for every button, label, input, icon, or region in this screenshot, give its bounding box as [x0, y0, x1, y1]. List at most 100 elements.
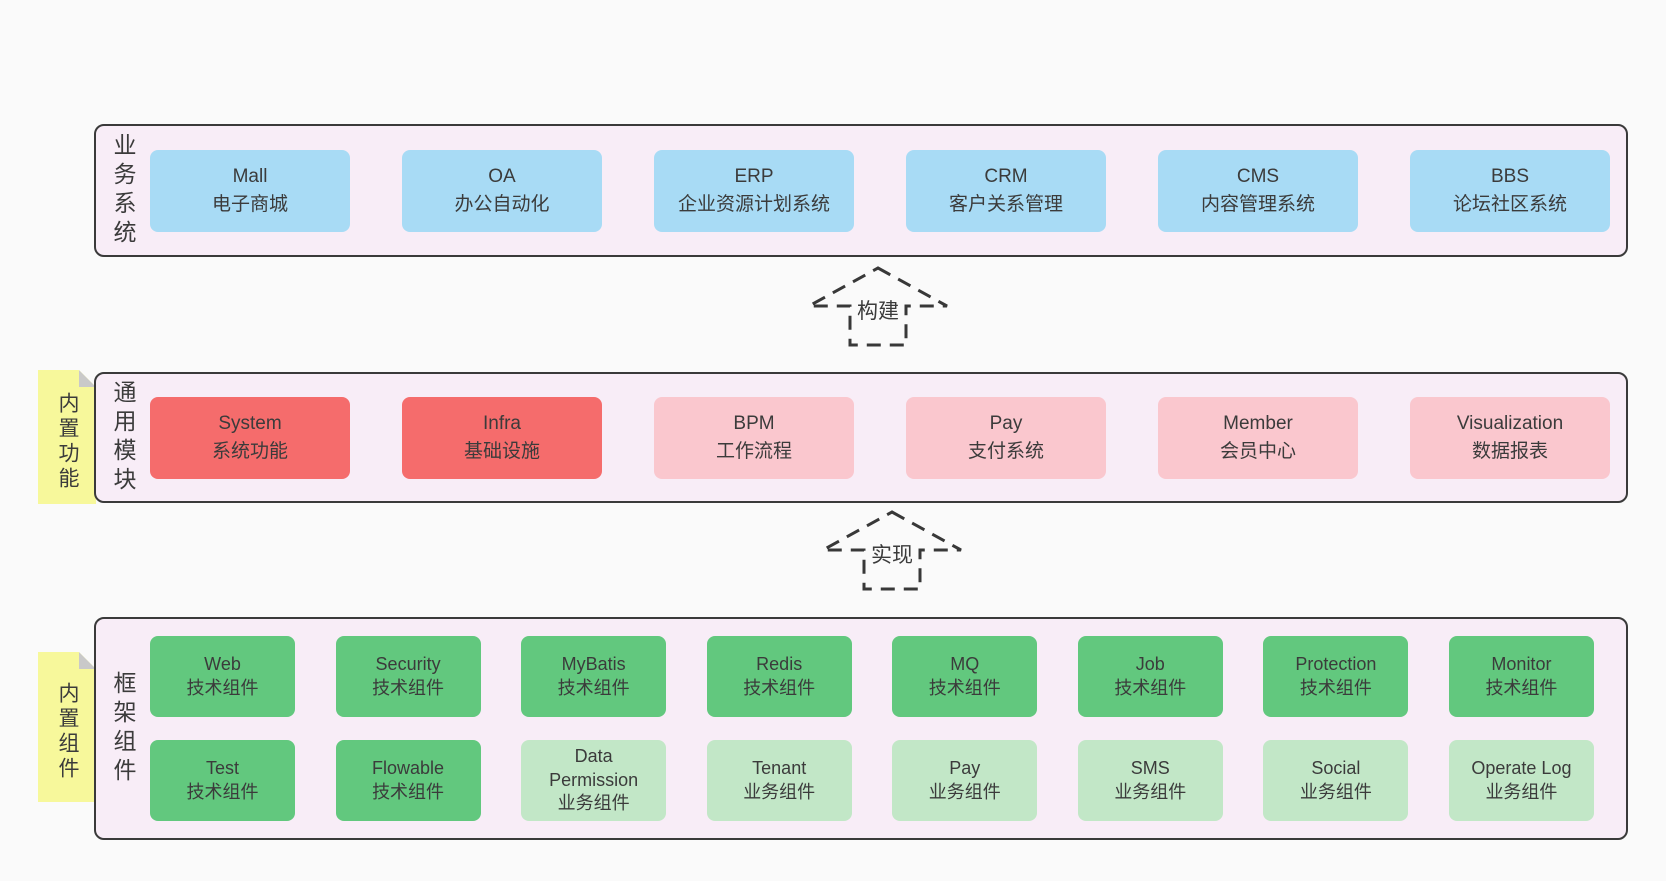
modules-boxes-row: System 系统功能 Infra 基础设施 BPM 工作流程 Pay 支付系统…	[150, 374, 1626, 501]
box-title: OA	[488, 165, 516, 187]
box-title: Infra	[482, 412, 522, 434]
layer-business-systems: 业务系统 Mall 电子商城 OA 办公自动化 ERP 企业资源计划系统 CRM…	[94, 124, 1628, 257]
box-mybatis: MyBatis 技术组件	[521, 636, 667, 717]
box-crm: CRM 客户关系管理	[906, 149, 1106, 232]
box-subtitle: 技术组件	[372, 781, 445, 802]
components-grid: Web 技术组件 Security 技术组件 MyBatis 技术组件 Redi…	[150, 619, 1626, 838]
box-title: Job	[1135, 654, 1165, 675]
box-title: Redis	[756, 654, 803, 675]
box-subtitle: 电子商城	[211, 193, 288, 215]
box-title: MyBatis	[561, 654, 626, 675]
box-title: Pay	[989, 412, 1023, 434]
box-subtitle: 技术组件	[186, 677, 259, 698]
layer-framework-components: 框架组件 Web 技术组件 Security 技术组件 MyBatis 技术组件…	[94, 617, 1628, 840]
box-social: Social 业务组件	[1263, 740, 1409, 821]
business-boxes-row: Mall 电子商城 OA 办公自动化 ERP 企业资源计划系统 CRM 客户关系…	[150, 126, 1626, 255]
box-redis: Redis 技术组件	[706, 636, 852, 717]
layer-label-framework-components: 框架组件	[110, 670, 136, 787]
box-subtitle: 基础设施	[463, 440, 540, 462]
box-flowable: Flowable 技术组件	[335, 740, 481, 821]
box-cms: CMS 内容管理系统	[1158, 149, 1358, 232]
arrow-label-implement: 实现	[868, 539, 916, 569]
box-title: CRM	[984, 165, 1028, 187]
box-title: CMS	[1236, 165, 1280, 187]
box-subtitle: 技术组件	[1114, 677, 1187, 698]
box-title: Operate Log	[1471, 758, 1572, 779]
box-title: Pay	[949, 758, 981, 779]
box-title: Social	[1311, 758, 1361, 779]
box-job: Job 技术组件	[1077, 636, 1223, 717]
box-subtitle: 论坛社区系统	[1452, 193, 1567, 215]
box-subtitle: 技术组件	[928, 677, 1001, 698]
box-subtitle: 客户关系管理	[948, 193, 1063, 215]
box-title: MQ	[950, 654, 980, 675]
box-member: Member 会员中心	[1158, 396, 1358, 479]
box-title: BBS	[1490, 165, 1530, 187]
box-subtitle: 技术组件	[557, 677, 630, 698]
box-title: Web	[204, 654, 241, 675]
box-mq: MQ 技术组件	[892, 636, 1038, 717]
box-infra: Infra 基础设施	[402, 396, 602, 479]
box-title: ERP	[734, 165, 774, 187]
box-pay-module: Pay 支付系统	[906, 396, 1106, 479]
box-subtitle: 业务组件	[1299, 781, 1372, 802]
box-title: Mall	[232, 165, 268, 187]
box-title: SMS	[1130, 758, 1170, 779]
box-data-permission: Data Permission 业务组件	[521, 740, 667, 821]
dashed-up-arrow-implement: 实现	[817, 509, 967, 592]
layer-common-modules: 通用模块 System 系统功能 Infra 基础设施 BPM 工作流程 Pay…	[94, 372, 1628, 503]
box-subtitle: 业务组件	[1485, 781, 1558, 802]
box-title: Monitor	[1491, 654, 1552, 675]
sticky-note-label: 内置功能	[56, 392, 79, 492]
box-subtitle: 业务组件	[1114, 781, 1187, 802]
box-test: Test 技术组件	[150, 740, 295, 821]
arrow-label-build: 构建	[854, 295, 902, 325]
box-erp: ERP 企业资源计划系统	[654, 149, 854, 232]
components-row-1: Web 技术组件 Security 技术组件 MyBatis 技术组件 Redi…	[150, 636, 1594, 717]
box-subtitle: 业务组件	[743, 781, 816, 802]
box-tenant: Tenant 业务组件	[706, 740, 852, 821]
box-subtitle: 工作流程	[715, 440, 792, 462]
layer-label-common-modules: 通用模块	[110, 379, 136, 496]
box-subtitle: 技术组件	[1299, 677, 1372, 698]
box-bpm: BPM 工作流程	[654, 396, 854, 479]
box-subtitle: 技术组件	[1485, 677, 1558, 698]
sticky-note-built-in-functions: 内置功能	[38, 370, 96, 504]
box-subtitle: 业务组件	[928, 781, 1001, 802]
box-bbs: BBS 论坛社区系统	[1410, 149, 1610, 232]
box-subtitle: 办公自动化	[454, 193, 550, 215]
box-security: Security 技术组件	[335, 636, 481, 717]
box-title: Security	[375, 654, 441, 675]
box-title: BPM	[733, 412, 775, 434]
box-subtitle: 技术组件	[743, 677, 816, 698]
box-title: Test	[205, 758, 239, 779]
box-title: System	[218, 412, 282, 434]
box-title: Flowable	[372, 758, 445, 779]
box-oa: OA 办公自动化	[402, 149, 602, 232]
box-sms: SMS 业务组件	[1077, 740, 1223, 821]
box-subtitle: 业务组件	[557, 793, 630, 814]
box-subtitle: 数据报表	[1471, 440, 1548, 462]
box-pay-component: Pay 业务组件	[892, 740, 1038, 821]
box-subtitle: 技术组件	[372, 677, 445, 698]
box-title: Data Permission	[549, 746, 639, 790]
box-subtitle: 会员中心	[1219, 440, 1296, 462]
box-system: System 系统功能	[150, 396, 350, 479]
box-title: Visualization	[1456, 412, 1564, 434]
box-subtitle: 企业资源计划系统	[677, 193, 830, 215]
sticky-note-built-in-components: 内置组件	[38, 652, 96, 802]
box-protection: Protection 技术组件	[1263, 636, 1409, 717]
box-title: Protection	[1295, 654, 1377, 675]
box-subtitle: 技术组件	[186, 781, 259, 802]
sticky-note-label: 内置组件	[56, 682, 79, 782]
box-visualization: Visualization 数据报表	[1410, 396, 1610, 479]
box-title: Member	[1223, 412, 1293, 434]
box-subtitle: 系统功能	[211, 440, 288, 462]
layer-label-business-systems: 业务系统	[110, 132, 136, 249]
box-title: Tenant	[752, 758, 807, 779]
box-mall: Mall 电子商城	[150, 149, 350, 232]
components-row-2: Test 技术组件 Flowable 技术组件 Data Permission …	[150, 740, 1594, 821]
dashed-up-arrow-build: 构建	[803, 265, 953, 348]
box-operate-log: Operate Log 业务组件	[1448, 740, 1594, 821]
box-monitor: Monitor 技术组件	[1448, 636, 1594, 717]
